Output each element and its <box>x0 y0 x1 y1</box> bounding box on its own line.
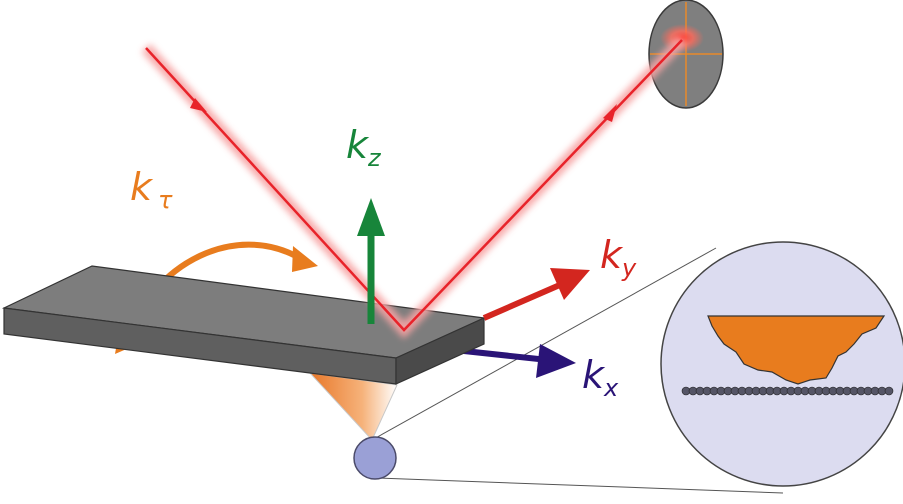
laser-out-arrowhead <box>603 104 617 122</box>
probe-ball <box>353 436 397 480</box>
sample-atoms-row <box>681 386 894 396</box>
photodetector <box>648 0 724 109</box>
label-k-y: ky <box>600 233 637 282</box>
k-y-arrow <box>482 268 590 321</box>
sample-atom <box>884 386 894 396</box>
tip-apex-zoom <box>707 315 886 385</box>
label-k-z: kz <box>346 123 382 172</box>
label-k-x: kx <box>582 353 619 402</box>
laser-in-arrowhead <box>190 98 207 112</box>
zoom-inset <box>660 241 903 487</box>
k-z-arrow <box>357 198 385 324</box>
laser-beam <box>141 35 687 339</box>
zoom-lines <box>371 247 784 494</box>
